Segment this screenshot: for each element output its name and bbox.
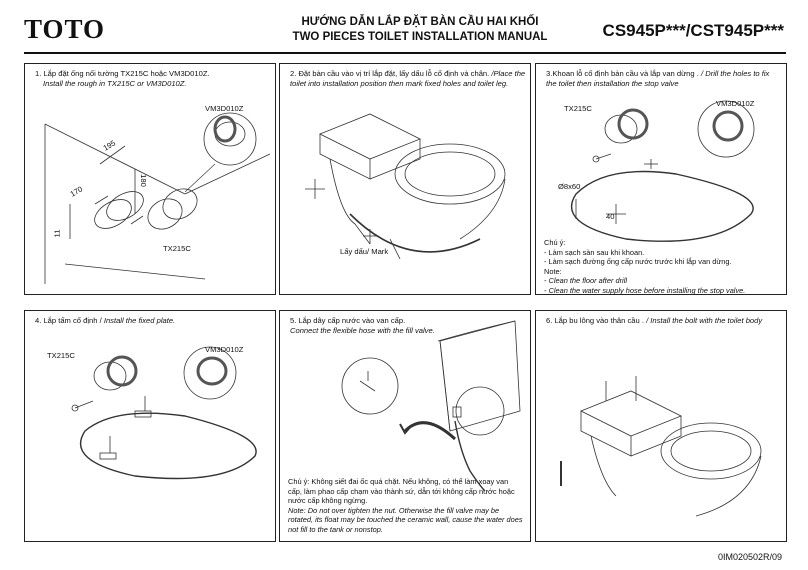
header-divider <box>24 52 786 54</box>
step-6-text-en: / Install the bolt with the toilet body <box>646 316 763 325</box>
step-3-note-en-2: - Clean the water supply hose before ins… <box>544 285 746 295</box>
step-5-note-en: Note: Do not over tighten the nut. Other… <box>288 505 523 534</box>
step-4-text-en: Install the fixed plate. <box>103 316 176 325</box>
step-3-label-vm: VM3D010Z <box>716 99 755 108</box>
step-2-text-vi: 2. Đặt bàn cầu vào vị trí lắp đặt, lấy d… <box>290 69 490 78</box>
step-3-label-tx: TX215C <box>564 104 592 113</box>
step-4-panel: 4. Lắp tấm cố định / Install the fixed p… <box>24 310 276 542</box>
step-3-note-vi-2: - Làm sạch đường ống cấp nước trước khi … <box>544 257 732 267</box>
step-6-caption: 6. Lắp bu lông vào thân cầu . / Install … <box>546 316 782 326</box>
step-1-dim-180: 180 <box>138 174 148 187</box>
step-6-illustration <box>560 376 762 517</box>
step-3-text-vi: 3.Khoan lỗ cố định bàn cầu và lắp van dừ… <box>546 69 699 78</box>
step-2-label-mark: Lấy dấu/ Mark <box>340 247 389 256</box>
step-3-label-drill: Ø8x60 <box>558 182 581 191</box>
step-6-text-vi: 6. Lắp bu lông vào thân cầu . <box>546 316 644 325</box>
step-3-panel: 3.Khoan lỗ cố định bàn cầu và lắp van dừ… <box>535 63 787 295</box>
step-4-text-vi: 4. Lắp tấm cố định / <box>35 316 102 325</box>
step-3-notes: Chú ý: - Làm sạch sàn sau khi khoan. - L… <box>544 238 780 295</box>
step-3-note-heading: Chú ý: <box>544 238 566 247</box>
step-3-label-40: 40 <box>606 212 615 221</box>
step-4-caption: 4. Lắp tấm cố định / Install the fixed p… <box>35 316 271 326</box>
step-5-panel: 5. Lắp dây cấp nước vào van cấp. Connect… <box>279 310 531 542</box>
step-2-panel: 2. Đặt bàn cầu vào vị trí lắp đặt, lấy d… <box>279 63 531 295</box>
step-3-note-label: Note: <box>544 266 562 276</box>
step-1-dim-11: 11 <box>52 229 62 238</box>
title-vietnamese: HƯỚNG DẪN LẮP ĐẶT BÀN CẦU HAI KHỐI <box>301 16 539 28</box>
step-3-caption: 3.Khoan lỗ cố định bàn cầu và lắp van dừ… <box>546 69 782 89</box>
step-5-illustration <box>341 320 521 492</box>
step-2-text-en: /Place the toilet into installation posi… <box>290 69 526 88</box>
step-3-note-vi-1: - Làm sạch sàn sau khi khoan. <box>544 247 645 257</box>
model-number: CS945P***/CST945P*** <box>602 21 784 40</box>
step-5-text-en: Connect the flexible hose with the fill … <box>290 326 435 335</box>
step-5-note-vi: Chú ý: Không siết đai ốc quá chặt. Nếu k… <box>288 477 515 506</box>
step-4-label-vm: VM3D010Z <box>205 345 244 354</box>
step-3-note-en-1: - Clean the floor after drill <box>544 276 627 286</box>
document-title: HƯỚNG DẪN LẮP ĐẶT BÀN CẦU HAI KHỐI TWO P… <box>270 15 570 45</box>
step-5-notes: Chú ý: Không siết đai ốc quá chặt. Nếu k… <box>288 477 524 535</box>
step-1-caption: 1. Lắp đặt ống nối tường TX215C hoặc VM3… <box>35 69 271 89</box>
step-6-panel: 6. Lắp bu lông vào thân cầu . / Install … <box>535 310 787 542</box>
title-english: TWO PIECES TOILET INSTALLATION MANUAL <box>292 31 548 43</box>
step-3-illustration <box>570 100 755 242</box>
step-2-caption: 2. Đặt bàn cầu vào vị trí lắp đặt, lấy d… <box>290 69 526 89</box>
step-3-text-en: / Drill the holes to fix the toilet then… <box>546 69 770 88</box>
step-4-illustration <box>71 346 257 480</box>
step-4-label-tx: TX215C <box>47 351 75 360</box>
step-1-text-vi: 1. Lắp đặt ống nối tường TX215C hoặc VM3… <box>35 69 210 78</box>
step-1-panel: 1. Lắp đặt ống nối tường TX215C hoặc VM3… <box>24 63 276 295</box>
step-5-caption: 5. Lắp dây cấp nước vào van cấp. Connect… <box>290 316 526 336</box>
step-2-illustration <box>305 113 506 260</box>
step-1-illustration <box>44 112 271 284</box>
brand-logo: TOTO <box>24 14 106 44</box>
step-1-label-vm: VM3D010Z <box>205 104 244 113</box>
step-5-text-vi: 5. Lắp dây cấp nước vào van cấp. <box>290 316 406 325</box>
step-1-label-tx: TX215C <box>163 244 191 253</box>
step-1-text-en: Install the rough in TX215C or VM3D010Z. <box>43 79 187 88</box>
document-code: 0IM020502R/09 <box>717 552 782 562</box>
